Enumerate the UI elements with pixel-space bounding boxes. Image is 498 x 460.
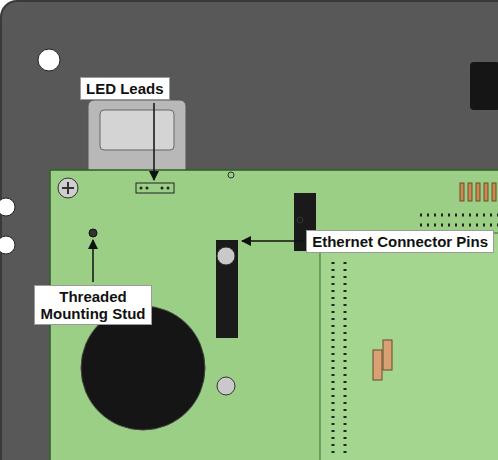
screw xyxy=(58,178,78,198)
hex-nut xyxy=(217,377,235,395)
capacitor xyxy=(383,340,392,370)
via xyxy=(228,172,234,178)
hex-nut xyxy=(217,247,235,265)
mounting-stud xyxy=(89,229,97,237)
via xyxy=(297,217,303,223)
daughter-board xyxy=(320,233,498,460)
panel-hole xyxy=(0,198,15,216)
db9-connector xyxy=(88,100,186,175)
ethernet-header xyxy=(216,240,238,338)
cylinder-part xyxy=(470,62,498,110)
screw-slot xyxy=(62,182,74,194)
callout-label: Ethernet Connector Pins xyxy=(306,230,494,253)
pin-row xyxy=(420,224,498,227)
pin-row xyxy=(344,262,347,458)
capacitor xyxy=(373,350,382,380)
callout-label: LED Leads xyxy=(80,77,170,100)
leader-line xyxy=(153,103,155,180)
panel-hole xyxy=(0,236,15,254)
led-header xyxy=(136,183,174,193)
callout-label: Threaded Mounting Stud xyxy=(34,285,152,325)
leader-line xyxy=(92,240,94,282)
db9-shell xyxy=(100,110,174,150)
pin-row xyxy=(420,214,498,217)
led-pins xyxy=(140,187,170,190)
pin-row xyxy=(332,262,335,458)
orange-header xyxy=(460,183,496,201)
leader-line xyxy=(242,240,303,242)
panel-hole xyxy=(38,49,60,71)
